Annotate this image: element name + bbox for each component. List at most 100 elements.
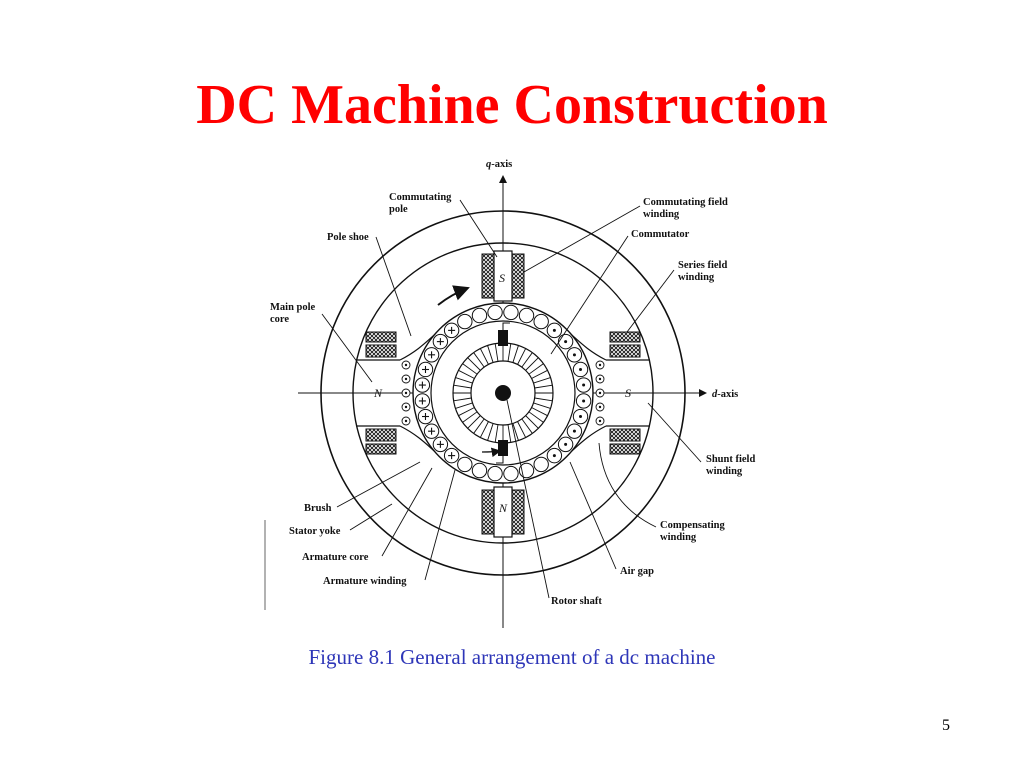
- armature-conductor: [414, 377, 431, 393]
- armature-conductor: [487, 465, 503, 482]
- armature-conductors: [414, 304, 592, 482]
- commutator-segment: [467, 357, 481, 371]
- armature-conductor: [557, 436, 574, 453]
- commutator-segment: [517, 421, 527, 438]
- compensating-conductor: [595, 402, 605, 412]
- armature-conductor: [443, 447, 460, 464]
- armature-conductor: [457, 456, 473, 473]
- q-axis-label: q-axis: [486, 159, 512, 170]
- dc-machine-diagram: q-axis d-axis N S S: [264, 159, 755, 628]
- commutator-segment: [531, 369, 548, 379]
- armature-conductor: [533, 456, 549, 473]
- commutator-segment: [453, 397, 472, 402]
- commutator-segment: [517, 348, 527, 365]
- commutator-segment: [487, 345, 494, 363]
- commutating-pole-top: [481, 250, 525, 302]
- label-armature-winding: Armature winding: [323, 576, 407, 587]
- label-pole-shoe: Pole shoe: [327, 232, 369, 243]
- compensating-conductor: [401, 360, 411, 370]
- armature-conductor: [503, 304, 519, 321]
- commutator-segment: [528, 363, 544, 375]
- armature-conductor: [443, 322, 460, 339]
- slide-title: DC Machine Construction: [196, 74, 828, 136]
- commutator-segment: [534, 384, 553, 389]
- commutator-segment: [521, 418, 533, 434]
- commutator-segment: [528, 411, 544, 423]
- label-rotor-shaft: Rotor shaft: [551, 596, 602, 607]
- pole-letter-right: S: [625, 386, 631, 400]
- armature-conductor: [417, 408, 434, 425]
- pole-letter-bottom: N: [498, 501, 508, 515]
- compensating-conductor: [595, 374, 605, 384]
- armature-conductor: [487, 304, 503, 321]
- armature-conductor: [572, 408, 589, 425]
- commutator-segment: [462, 411, 478, 423]
- commutator-segment: [458, 407, 475, 417]
- commutator-segment: [525, 415, 539, 429]
- commutator-segment: [473, 418, 485, 434]
- commutator-segment: [507, 424, 512, 443]
- commutator-segment: [521, 352, 533, 368]
- brush-lead-top: [502, 322, 510, 330]
- armature-conductor: [518, 462, 535, 479]
- commutator-segment: [494, 343, 499, 362]
- commutator-segment: [487, 423, 494, 441]
- commutator-segment: [525, 357, 539, 371]
- label-brush: Brush: [304, 503, 332, 514]
- compensating-conductor: [401, 374, 411, 384]
- compensating-winding-left: [401, 360, 411, 426]
- armature-conductor: [457, 313, 473, 330]
- commutator-segment: [512, 423, 519, 441]
- armature-conductor: [566, 347, 583, 363]
- d-axis-label: d-axis: [712, 389, 738, 400]
- compensating-conductor: [401, 388, 411, 398]
- commutator-segment: [479, 421, 489, 438]
- armature-conductor: [423, 423, 440, 439]
- brush-lead-bottom: [496, 456, 504, 464]
- pole-letter-top: S: [499, 271, 505, 285]
- stator-yoke-inner: [352, 242, 654, 544]
- commutator-segment: [533, 402, 551, 409]
- commutator-segment: [534, 397, 553, 402]
- commutator-segment: [467, 415, 481, 429]
- commutator-segment: [458, 369, 475, 379]
- rotation-arrow-top: [437, 285, 470, 306]
- compensating-conductor: [595, 416, 605, 426]
- commutator-segment: [453, 384, 472, 389]
- commutator-segment: [512, 345, 519, 363]
- label-armature-core: Armature core: [302, 552, 369, 563]
- rotation-arrow-bottom: [481, 447, 502, 458]
- armature-conductor: [546, 447, 563, 464]
- armature-conductor: [518, 307, 535, 324]
- compensating-conductor: [595, 388, 605, 398]
- commutator-segment: [479, 348, 489, 365]
- armature-conductor: [566, 423, 583, 439]
- commutator-segment: [494, 424, 499, 443]
- label-air-gap: Air gap: [620, 566, 654, 577]
- armature-conductor: [575, 377, 592, 393]
- armature-conductor: [432, 333, 449, 350]
- armature-conductor: [557, 333, 574, 350]
- commutator-segment: [462, 363, 478, 375]
- label-stator-yoke: Stator yoke: [289, 526, 341, 537]
- compensating-conductor: [401, 402, 411, 412]
- commutator-segments: [453, 343, 553, 443]
- armature-conductor: [471, 307, 488, 324]
- armature-conductor: [575, 393, 592, 409]
- commutator-segment: [455, 402, 473, 409]
- brush-bottom: [498, 440, 508, 456]
- leader-lines: [321, 199, 702, 599]
- armature-conductor: [546, 322, 563, 339]
- armature-conductor: [533, 313, 549, 330]
- armature-conductor: [471, 462, 488, 479]
- commutator-segment: [473, 352, 485, 368]
- stator-yoke-outer: [320, 210, 686, 576]
- armature-conductor: [572, 361, 589, 378]
- commutator-segment: [531, 407, 548, 417]
- armature-conductor: [503, 465, 519, 482]
